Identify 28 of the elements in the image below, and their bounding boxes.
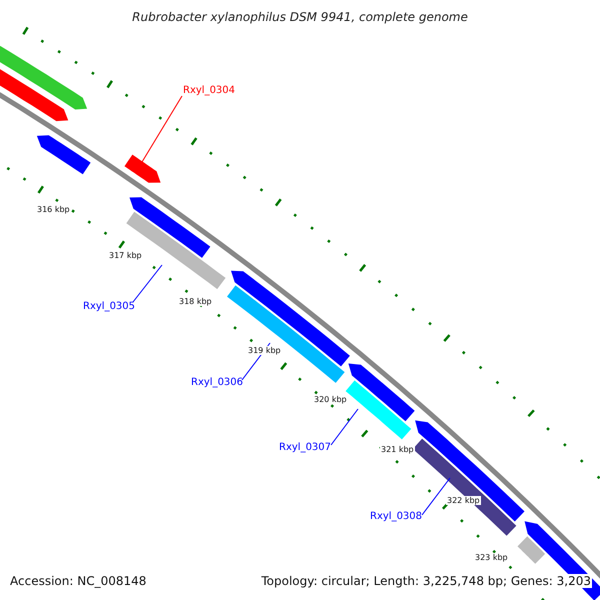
gene-feature xyxy=(348,364,415,422)
gene-label: Rxyl_0304 xyxy=(183,85,236,96)
leader-line xyxy=(422,478,450,516)
gene-feature xyxy=(36,135,91,174)
scale-label: 320 kbp xyxy=(313,395,348,404)
scale-label: 323 kbp xyxy=(474,553,509,562)
gene-label: Rxyl_0307 xyxy=(279,442,332,453)
leader-line xyxy=(330,408,358,446)
leader-line xyxy=(132,264,162,302)
scale-label: 322 kbp xyxy=(446,496,481,505)
scale-label: 321 kbp xyxy=(380,445,415,454)
scale-label: 319 kbp xyxy=(247,346,282,355)
footer-text: Accession: NC_008148 xyxy=(9,574,148,588)
gene-feature xyxy=(346,380,412,440)
gene-label: Rxyl_0305 xyxy=(83,301,136,312)
gene-label: Rxyl_0308 xyxy=(370,511,422,522)
gene-feature xyxy=(231,270,350,366)
gene-label: Rxyl_0306 xyxy=(191,377,244,388)
footer-text: Topology: circular; Length: 3,225,748 bp; Genes: 3,203 xyxy=(260,574,592,588)
gene-feature xyxy=(126,212,226,290)
gene-feature xyxy=(130,197,210,258)
scale-label: 316 kbp xyxy=(36,205,71,214)
scale-label: 317 kbp xyxy=(108,251,143,260)
gene-feature xyxy=(518,536,546,564)
scale-label: 318 kbp xyxy=(178,297,213,306)
gene-feature xyxy=(124,154,161,183)
leader-line xyxy=(142,96,182,162)
title: Rubrobacter xylanophilus DSM 9941, complete genome xyxy=(131,10,469,24)
